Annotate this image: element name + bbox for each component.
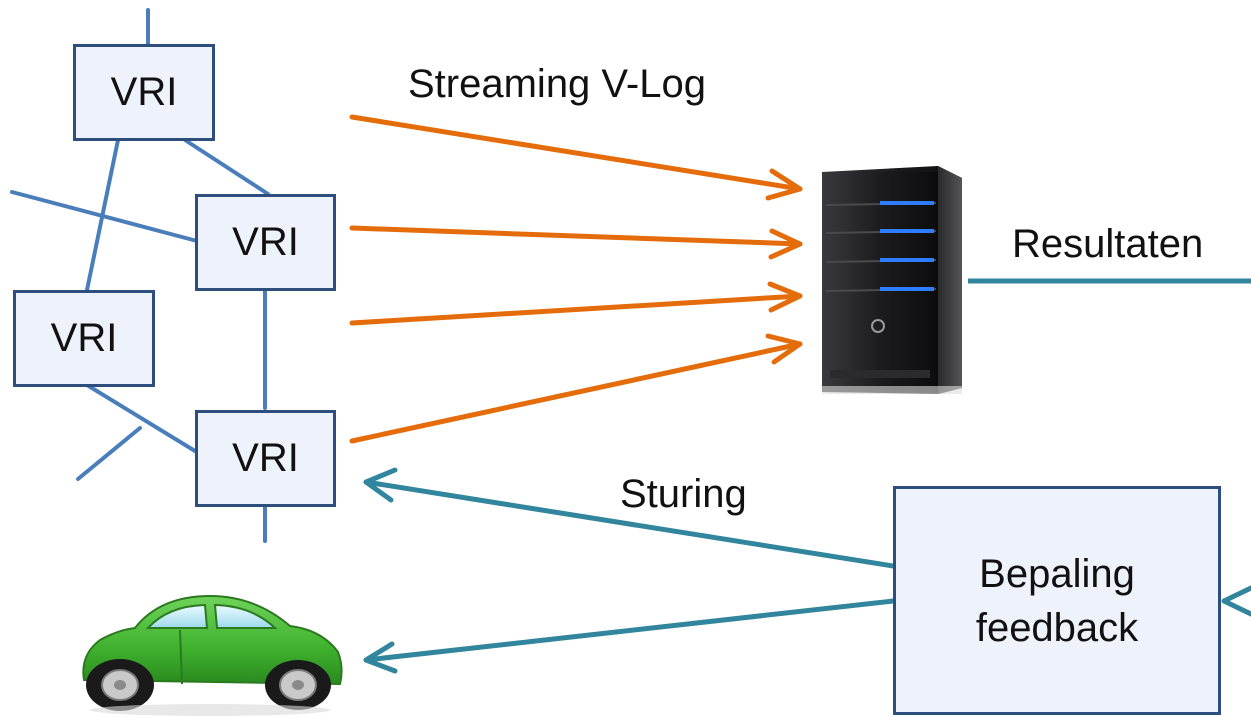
stream-arrowhead-2 [768,228,803,260]
vri-label: VRI [232,220,299,264]
vri-label: VRI [50,316,118,360]
vri-label: VRI [110,70,178,114]
feedback-arrows [363,467,1251,674]
control-arrowhead [363,467,398,503]
results-label: Resultaten [1012,222,1204,266]
car-icon [82,594,343,716]
stream-arrowhead-3 [767,281,803,313]
road-network [10,8,270,543]
road [76,426,142,481]
stream-arrowhead-1 [765,168,803,201]
vri-label: VRI [232,436,299,480]
vri-box-lower-right: VRI [195,410,336,507]
stream-arrow-2 [349,225,803,247]
stream-arrowhead-4 [765,333,803,365]
vri-box-top: VRI [73,44,215,141]
car-feedback-arrowhead [363,641,398,674]
stream-arrow-3 [349,293,803,326]
road [85,383,197,453]
road [10,190,199,243]
streaming-label: Streaming V-Log [408,62,706,106]
stream-arrow-4 [349,341,803,444]
road [183,138,270,196]
input-arrowhead [1221,585,1251,617]
feedback-label-line2: feedback [975,605,1139,650]
control-arrow [363,479,896,569]
vri-box-upper-right: VRI [195,194,336,291]
car-feedback-arrow [363,598,896,663]
feedback-box: Bepaling feedback [893,486,1221,715]
stream-arrows [349,114,803,444]
feedback-label-line1: Bepaling [979,551,1135,596]
control-label: Sturing [620,472,747,516]
stream-arrow-1 [349,114,803,192]
server-tower-icon [822,166,962,394]
vri-box-left: VRI [13,290,155,387]
